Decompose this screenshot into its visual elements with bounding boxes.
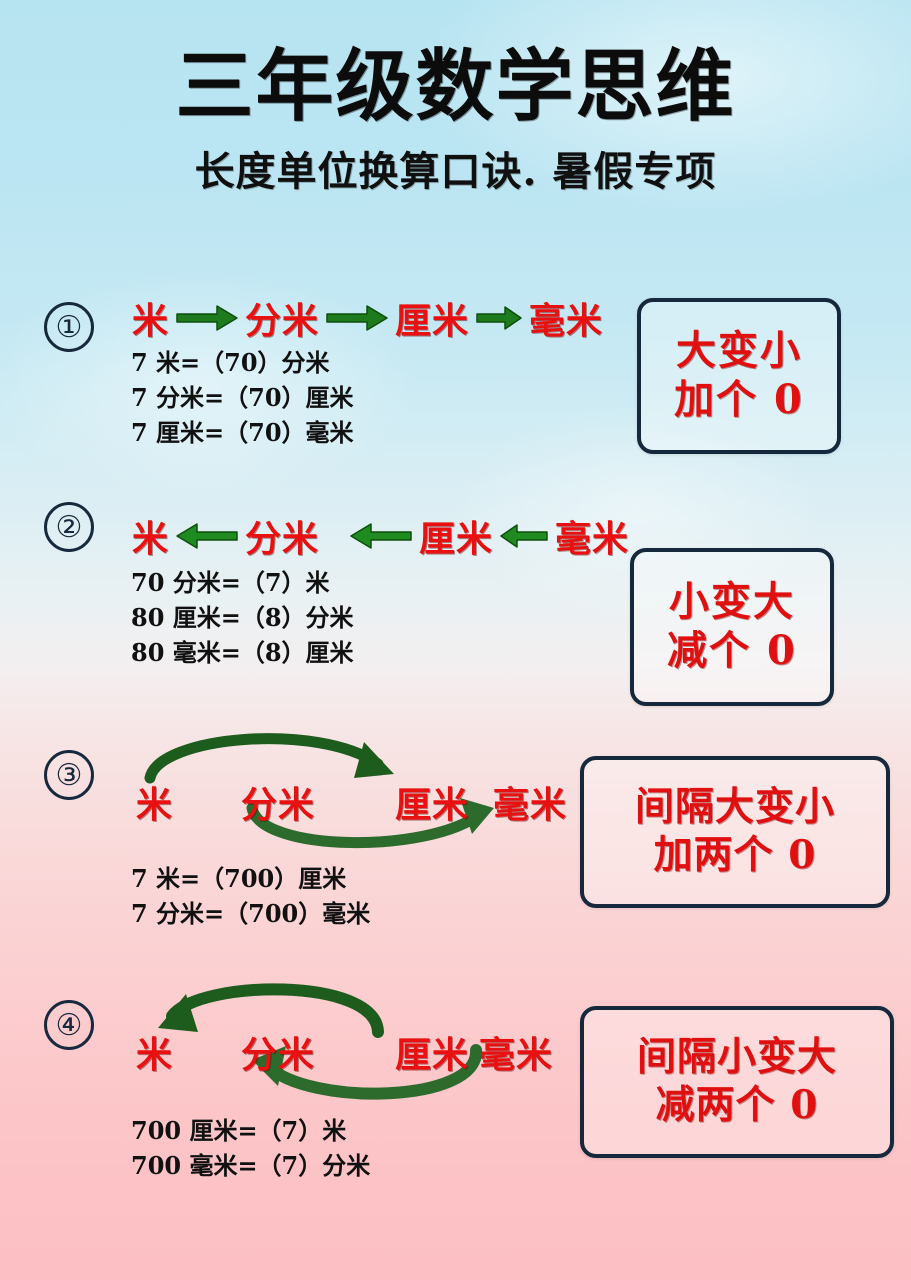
arrow-left-icon (350, 523, 412, 549)
unit-label-dm: 分米 (241, 1034, 316, 1076)
page-title: 三年级数学思维 (175, 41, 736, 132)
section-3: ③ 米 分米 厘米 毫米 7 米=（ (0, 730, 911, 940)
rule-line-primary: 大变小 (676, 327, 802, 375)
section-1: ① 米 分米 厘米 毫米 7 米=（70）分米 7 分米=（70）厘米 7 厘米… (0, 288, 911, 473)
arc-dm-to-mm-icon (246, 798, 494, 849)
equation-row: 70 分米=（7）米 (131, 568, 330, 597)
curved-arrows-left-svg (158, 983, 482, 1100)
rule-line-secondary: 加个 0 (674, 376, 804, 423)
equation-row: 7 米=（700）厘米 (131, 864, 347, 893)
arrow-right-icon (176, 305, 238, 331)
equations-1: 7 米=（70）分米 7 分米=（70）厘米 7 厘米=（70）毫米 (131, 346, 354, 450)
unit-label-cm: 厘米 (395, 300, 470, 342)
rule-line-primary: 间隔大变小 (634, 784, 835, 831)
rule-box-4: 间隔小变大 减两个 0 (580, 1006, 894, 1158)
unit-label-mm: 毫米 (479, 1034, 554, 1076)
section-2: ② 米 分米 厘米 毫米 70 分米=（7）米 80 厘米=（8）分米 80 毫… (0, 488, 911, 683)
rule-line-secondary: 减个 0 (667, 627, 797, 674)
rule-line-secondary: 加两个 0 (653, 832, 817, 878)
arrow-right-icon (326, 305, 388, 331)
unit-label-cm: 厘米 (395, 1034, 470, 1076)
rule-line-primary: 间隔小变大 (636, 1034, 837, 1081)
equations-2: 70 分米=（7）米 80 厘米=（8）分米 80 毫米=（8）厘米 (131, 566, 354, 670)
equation-row: 80 毫米=（8）厘米 (131, 637, 354, 667)
unit-label-m: 米 (132, 300, 170, 342)
unit-label-dm: 分米 (241, 784, 316, 826)
unit-label-cm: 厘米 (395, 784, 470, 826)
equation-row: 7 米=（70）分米 (131, 348, 330, 377)
arc-mm-to-dm-icon (252, 1044, 482, 1100)
page-subtitle: 长度单位换算口诀. 暑假专项 (194, 147, 717, 195)
rule-box-3: 间隔大变小 加两个 0 (580, 756, 890, 908)
equation-row: 7 分米=（70）厘米 (131, 382, 354, 412)
arrow-right-icon (476, 306, 522, 330)
equation-row: 80 厘米=（8）分米 (131, 602, 354, 632)
unit-label-mm: 毫米 (493, 784, 568, 826)
curved-arrows-right-svg (144, 733, 494, 849)
unit-label-mm: 毫米 (555, 518, 630, 560)
equations-3: 7 米=（700）厘米 7 分米=（700）毫米 (131, 862, 370, 932)
rule-line-primary: 小变大 (669, 578, 795, 626)
unit-label-m: 米 (136, 1034, 174, 1076)
unit-label-dm: 分米 (245, 518, 320, 560)
section-number-1: ① (44, 302, 94, 352)
arrow-left-icon (176, 523, 238, 549)
unit-label-mm: 毫米 (529, 300, 604, 342)
unit-chain-1: 米 分米 厘米 毫米 (132, 292, 603, 344)
rule-box-1: 大变小 加个 0 (637, 298, 841, 454)
unit-chain-3: 米 分米 厘米 毫米 (128, 776, 566, 828)
unit-chain-4: 米 分米 厘米 毫米 (128, 1026, 558, 1078)
equation-row: 7 厘米=（70）毫米 (131, 417, 354, 447)
skip-arrow-diagram-4: 米 分米 厘米 毫米 (128, 980, 558, 1110)
arrow-left-icon (500, 524, 548, 548)
section-number-3: ③ (44, 750, 94, 800)
poster-header: 三年级数学思维 长度单位换算口诀. 暑假专项 (0, 0, 911, 197)
unit-label-m: 米 (132, 518, 170, 560)
equation-row: 7 分米=（700）毫米 (131, 898, 371, 928)
section-number-4: ④ (44, 1000, 94, 1050)
arc-cm-to-m-icon (158, 983, 384, 1038)
equation-row: 700 厘米=（7）米 (131, 1116, 347, 1145)
unit-label-cm: 厘米 (419, 518, 494, 560)
equation-row: 700 毫米=（7）分米 (131, 1150, 371, 1180)
section-4: ④ 米 分米 厘米 毫米 700 厘 (0, 980, 911, 1195)
equations-4: 700 厘米=（7）米 700 毫米=（7）分米 (131, 1114, 370, 1184)
arc-m-to-cm-icon (144, 733, 394, 784)
skip-arrow-diagram-3: 米 分米 厘米 毫米 (128, 730, 566, 860)
section-number-2: ② (44, 502, 94, 552)
unit-label-m: 米 (136, 784, 174, 826)
unit-chain-2: 米 分米 厘米 毫米 (132, 510, 629, 562)
rule-box-2: 小变大 减个 0 (630, 548, 834, 706)
rule-line-secondary: 减两个 0 (655, 1082, 819, 1128)
unit-label-dm: 分米 (245, 300, 320, 342)
